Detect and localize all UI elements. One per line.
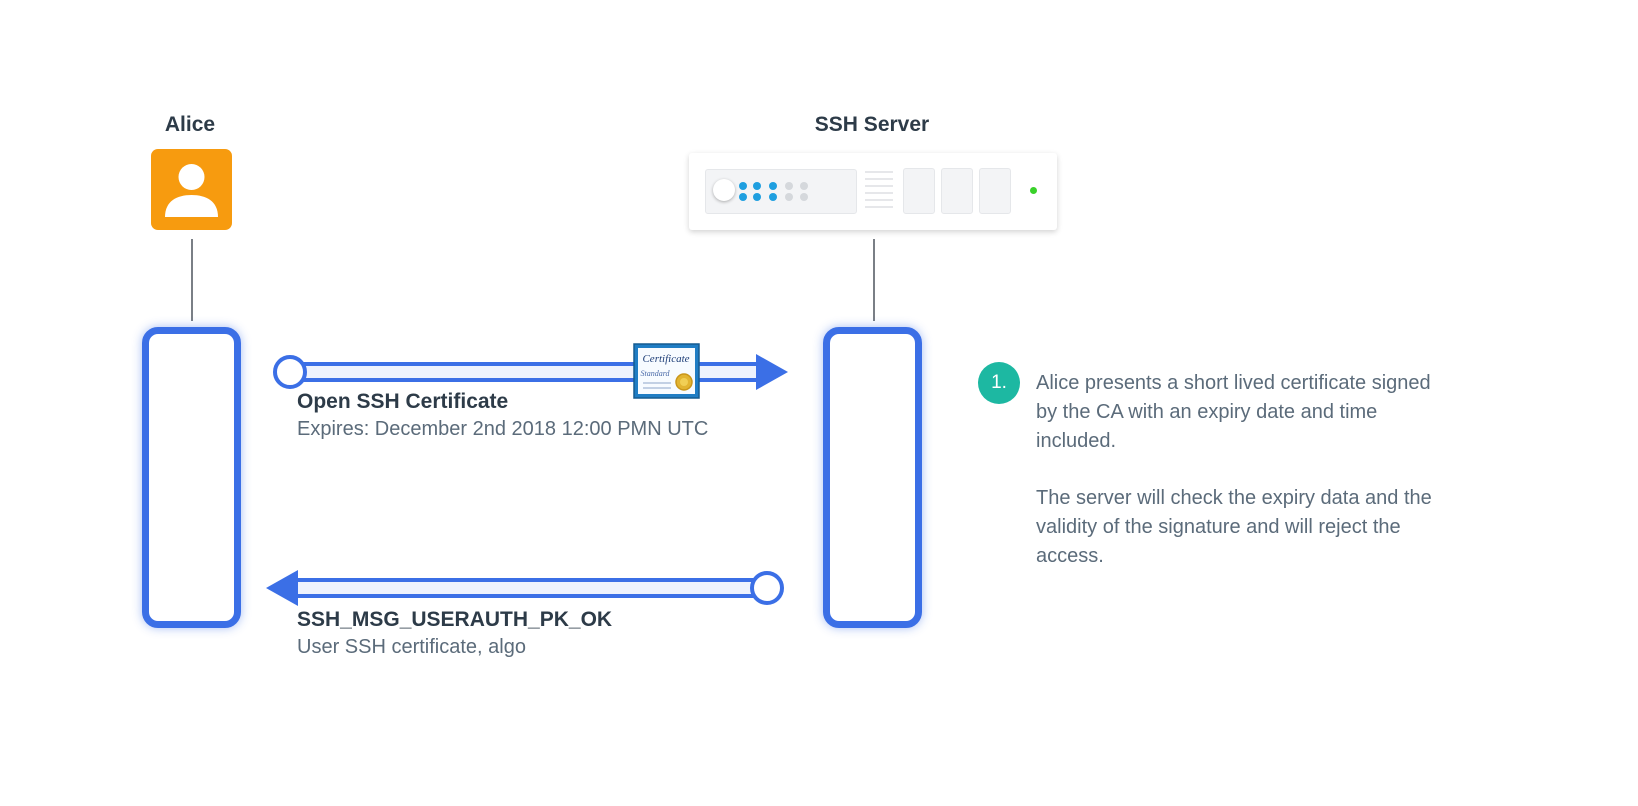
step-paragraph-2: The server will check the expiry data an… (1036, 487, 1432, 567)
server-lifeline (873, 239, 875, 321)
server-status-led (1030, 187, 1037, 194)
message-2-subtitle: User SSH certificate, algo (297, 636, 526, 658)
alice-lifeline (191, 239, 193, 321)
user-icon (151, 149, 232, 230)
server-label: SSH Server (814, 113, 930, 136)
message-1-title: Open SSH Certificate (297, 390, 509, 413)
message-1-subtitle: Expires: December 2nd 2018 12:00 PMN UTC (297, 418, 709, 440)
server-icon (689, 153, 1057, 230)
step-number-badge: 1. (978, 362, 1020, 404)
svg-text:Standard: Standard (640, 369, 670, 378)
certificate-icon: Certificate Standard (633, 343, 700, 399)
server-activation-box (823, 327, 922, 628)
message-2-title: SSH_MSG_USERAUTH_PK_OK (297, 608, 613, 631)
arrow-right-icon (273, 354, 788, 390)
arrow-left-icon (266, 570, 784, 606)
alice-label: Alice (164, 113, 216, 136)
step-description: Alice presents a short lived certificate… (1036, 369, 1446, 571)
svg-text:Certificate: Certificate (642, 353, 689, 365)
step-paragraph-1: Alice presents a short lived certificate… (1036, 372, 1431, 452)
alice-activation-box (142, 327, 241, 628)
